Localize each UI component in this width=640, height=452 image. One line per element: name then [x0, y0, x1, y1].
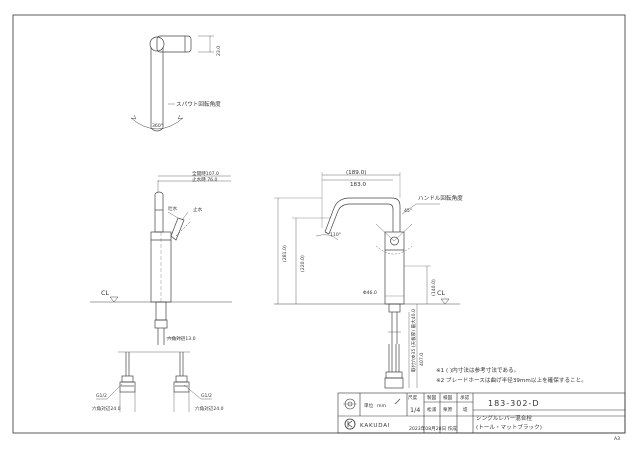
dim-mount-hole-label: 取付穴Φ35 (天板厚) 最大40.0: [410, 309, 417, 372]
dim-closed-76-label: 止水時 76.0: [192, 176, 218, 183]
dim-open-107-label: 全開時107.0: [192, 170, 219, 177]
scale-label: 尺度: [408, 394, 418, 401]
title-block: [337, 392, 626, 434]
spout-rotation-label: スパウト回転角度: [176, 100, 221, 108]
name-approve: 堤: [463, 406, 468, 413]
top-view-spout: [150, 47, 164, 132]
top-view-body-circle: [149, 36, 165, 52]
dim-140-label: (140.0): [431, 279, 437, 296]
water-close-label: 止水: [193, 206, 203, 213]
brand-name: KAKUDAI: [360, 423, 390, 429]
scale-value: 1/4: [410, 406, 420, 414]
dim-189-label: (189.0): [346, 170, 366, 176]
front-spout-outer: [324, 197, 401, 233]
angle-45-label: 45°: [404, 208, 412, 214]
angle-360-label: 360°: [152, 123, 163, 129]
handle-rotation-label: ハンドル回転角度: [418, 194, 463, 202]
note-2: ※2 ブレードホースは曲げ半径39mm以上を確保すること。: [436, 376, 587, 384]
thread-g-right-label: G1/2: [201, 393, 212, 399]
sheet-size-label: A3: [614, 436, 620, 442]
dim-220-label: (220.0): [300, 255, 306, 272]
dim-23-label: 23.0: [216, 46, 222, 56]
front-spout-inner: [328, 203, 394, 235]
note-1: ※1 ( )内寸法は参考寸法である。: [436, 366, 519, 374]
front-view: [274, 172, 460, 389]
product-name-line1: シングルレバー混合栓: [476, 414, 532, 422]
side-cl-label: CL: [101, 289, 109, 297]
col-check-label: 検図: [443, 394, 453, 401]
drawing-frame: [12, 14, 626, 434]
top-view-lever: [156, 35, 192, 53]
dim-hex-24-left-label: 六角対辺24.0: [92, 405, 121, 412]
front-cl-label: CL: [437, 289, 445, 297]
title-block-frame: [337, 392, 626, 434]
col-approve-label: 承認: [460, 394, 470, 401]
col-drawing-label: 製図: [427, 394, 437, 401]
top-view: [130, 35, 214, 132]
dim-281-label: (281.0): [282, 245, 288, 262]
side-spout: [154, 191, 164, 233]
product-number: 183-302-D: [488, 399, 539, 408]
unit-label: 単位: [364, 402, 374, 409]
dim-hose-407-label: 407.0: [419, 353, 425, 366]
name-check: 栗原: [443, 407, 453, 413]
front-body: [384, 231, 405, 305]
front-handle-hub: [390, 236, 399, 246]
dim-dia-46-label: Φ46.0: [363, 290, 377, 296]
side-view: [90, 175, 232, 412]
dim-183-label: 183.0: [350, 182, 366, 188]
creation-date: 2023年08月28日 作成: [409, 425, 457, 432]
side-body: [150, 231, 172, 303]
dim-hex-13-label: 六角対辺13.0: [167, 335, 196, 342]
unit-value: mm: [377, 404, 386, 409]
side-lever: [170, 217, 185, 241]
angle-110-label: 110°: [330, 232, 341, 238]
product-name-line2: (トール・マットブラック): [476, 423, 542, 431]
water-open-label: 吐水: [168, 205, 178, 212]
thread-g-left-label: G1/2: [96, 393, 107, 399]
dim-hex-24-right-label: 六角対辺24.0: [195, 405, 224, 412]
name-drawing: 松浦: [427, 406, 437, 413]
